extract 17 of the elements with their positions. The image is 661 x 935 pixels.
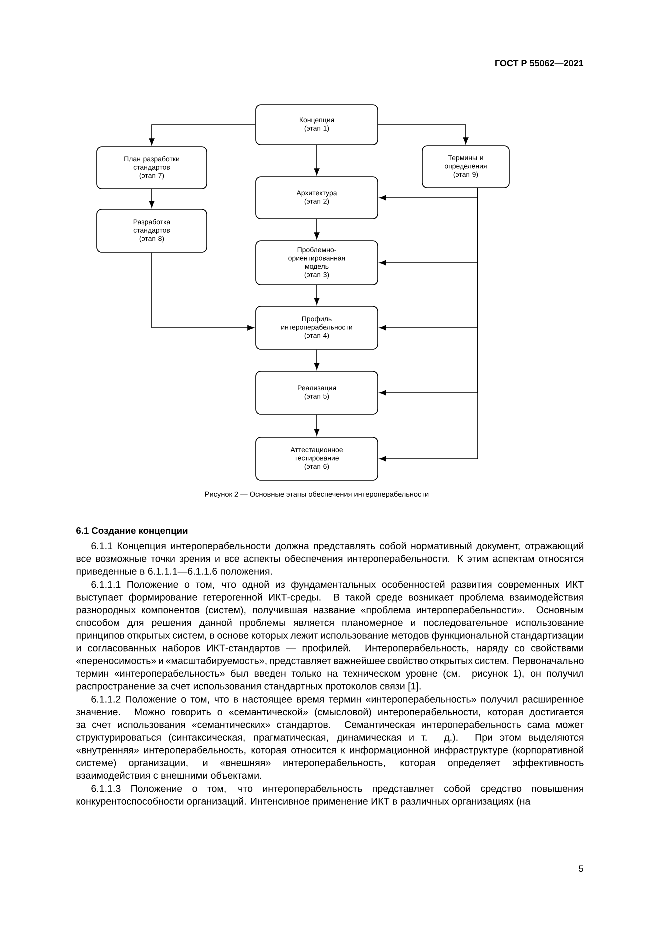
arrow <box>152 252 254 331</box>
arrow <box>314 145 320 176</box>
arrow <box>314 350 320 370</box>
paragraph: 6.1.1.3 Положение о том, что интероперабельность представляет собой средство повышения конкурентоспособности организаций. Интенсивное применение ИКТ в различных организациях (на <box>76 784 584 807</box>
arrow <box>149 189 155 208</box>
arrow <box>378 124 469 144</box>
paragraph: 6.1.1 Концепция интероперабельности должна представлять собой нормативный документ, отражающий все возможные точки зрения и все аспекты обеспечения интероперабельности. К этим аспектам относятся приведенные в 6.1.1.1—6.1.1.6 положения. <box>76 542 584 577</box>
arrow <box>314 285 320 305</box>
paragraph: 6.1.1.2 Положение о том, что в настоящее время термин «интероперабельность» получил расширенное значение. Можно говорить о «семантической» (смысловой) интероперабельности, которая достигается за счет использования «семантических» стандартов. Семантическая интероперабельность сама может структурироваться (синтаксическая, прагматическая, динамическая и т. д.). При этом выделяются «внутренняя» интероперабельность, которая относится к информационной инфраструктуре (корпоративной системе) организации, и «внешняя» интероперабельность, которая определяет эффективность взаимодействия с внешними объектами. <box>76 696 584 781</box>
paragraph: 6.1.1.1 Положение о том, что одной из фундаментальных особенностей развития современных ИКТ выступает формирование гетерогенной ИКТ-среды. В такой среде возникает проблема взаимодействия разнородных компонентов (систем), получившая название «проблема интероперабельности». Основным способом для решения данной проблемы является планомерное и последовательное использование принципов открытых систем, в основе которых лежит использование методов функциональной стандартизации и согласованных наборов ИКТ-стандартов — профилей. Интероперабельность, наряду со свойствами «переносимость» и «масштабируемость», представляет важнейшее свойство открытых систем. Первоначально термин «интероперабельность» был введен только на техническом уровне (см. рисунок 1), он получил распространение за счет использования стандартных протоколов связи [1]. <box>76 580 584 692</box>
page-number: 5 <box>579 866 584 872</box>
page-header: ГОСТ Р 55062—2021 <box>496 60 584 67</box>
arrow <box>380 188 478 462</box>
arrow <box>149 124 256 146</box>
arrow <box>314 414 320 436</box>
arrow <box>314 219 320 240</box>
section-heading: 6.1 Создание концепции <box>76 528 188 536</box>
